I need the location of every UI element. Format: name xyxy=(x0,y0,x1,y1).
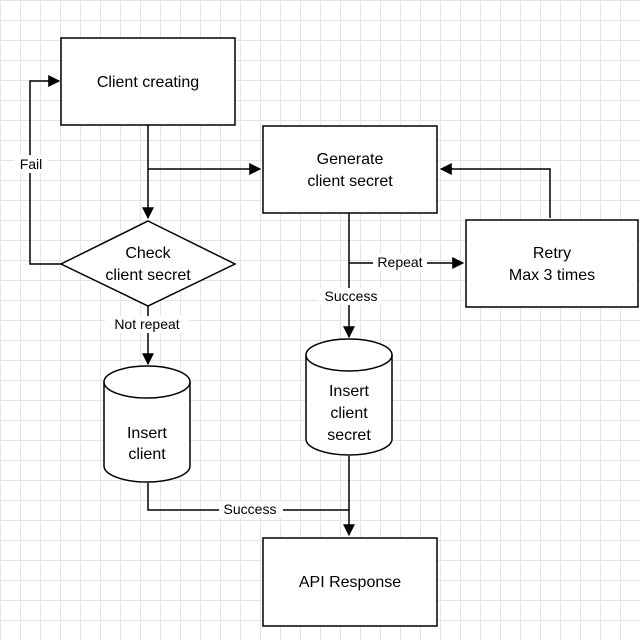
node-client-creating-label: Client creating xyxy=(97,74,199,91)
edge-label-fail: Fail xyxy=(20,156,43,172)
node-api-response-label: API Response xyxy=(299,574,401,591)
node-check-secret-label-1: Check xyxy=(125,245,171,262)
node-insert-client-secret-label-2: client xyxy=(330,405,368,422)
node-retry-label-2: Max 3 times xyxy=(509,267,595,284)
node-generate-secret xyxy=(262,125,438,214)
node-insert-client-secret-label-3: secret xyxy=(327,427,371,444)
node-insert-client-label-2: client xyxy=(128,446,166,463)
node-generate-secret-label-1: Generate xyxy=(317,151,384,168)
edge-label-success-client: Success xyxy=(224,501,277,517)
node-insert-client-secret xyxy=(305,338,393,456)
edge-label-repeat: Repeat xyxy=(377,254,422,270)
node-generate-secret-label-2: client secret xyxy=(307,173,393,190)
node-insert-client xyxy=(103,365,191,483)
edge-retry-to-generate xyxy=(439,163,551,218)
node-check-secret xyxy=(59,220,237,307)
node-insert-client-label-1: Insert xyxy=(127,425,168,442)
edge-label-not-repeat: Not repeat xyxy=(114,316,179,332)
node-retry-label-1: Retry xyxy=(533,245,571,262)
node-retry xyxy=(465,219,639,308)
node-check-secret-label-2: client secret xyxy=(105,267,191,284)
edge-label-success-secret: Success xyxy=(325,288,378,304)
node-insert-client-secret-label-1: Insert xyxy=(329,383,370,400)
node-api-response xyxy=(262,537,438,627)
node-client-creating xyxy=(60,37,236,126)
